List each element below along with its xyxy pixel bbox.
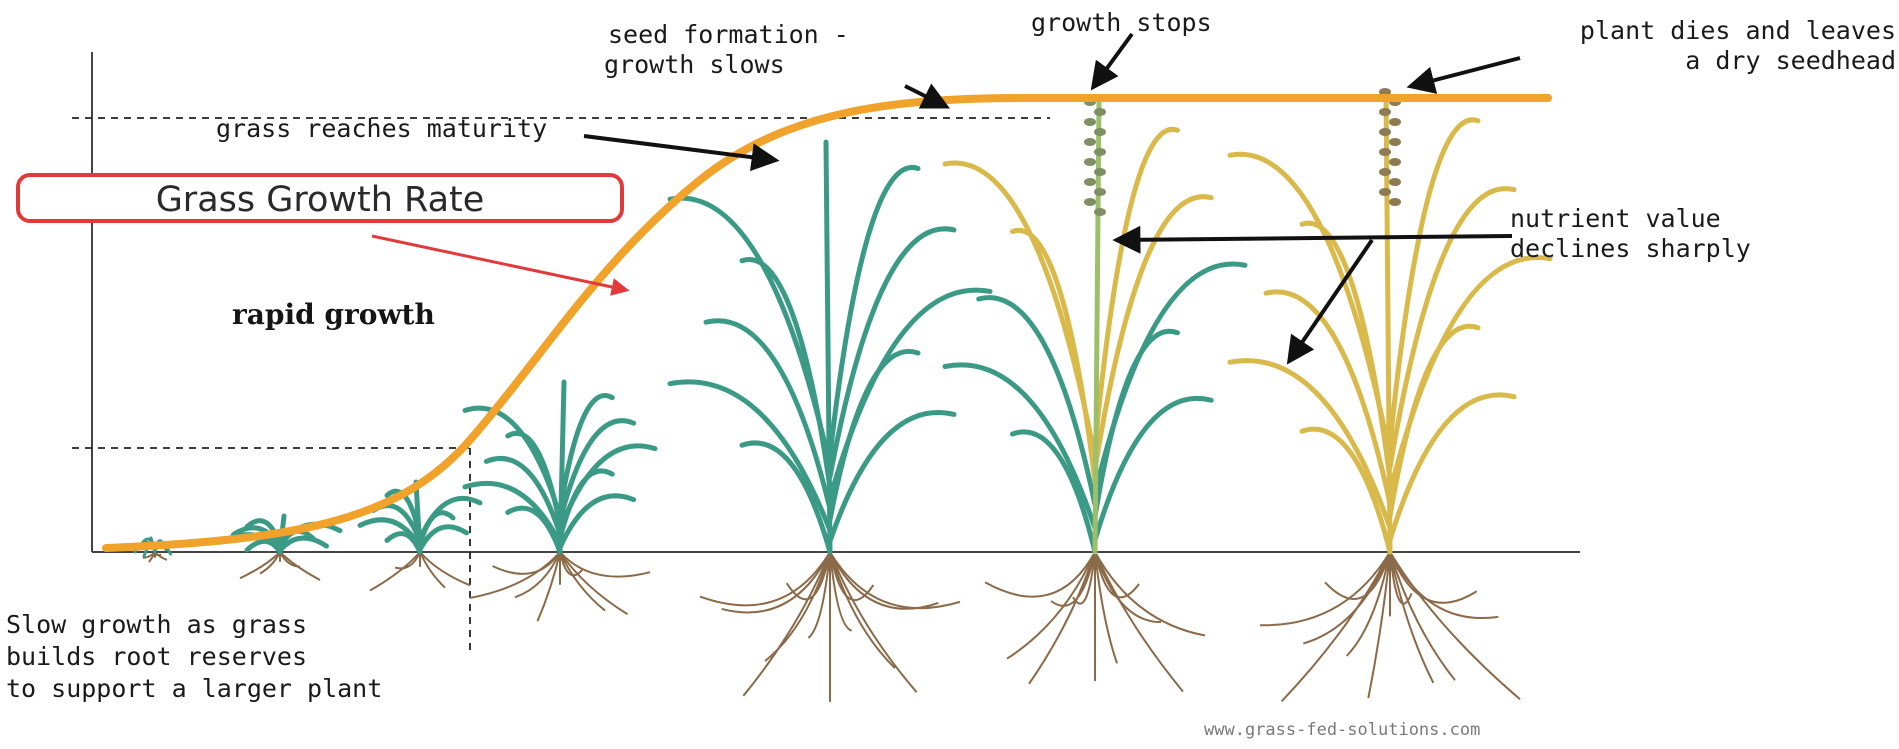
nutrient-label-line1: nutrient value <box>1510 204 1721 233</box>
plant-dies-arrow <box>1412 58 1520 86</box>
title-box: Grass Growth Rate <box>16 173 624 223</box>
growth-stops-arrow <box>1094 34 1132 86</box>
plant-dies-label-line1: plant dies and leaves <box>1580 16 1896 45</box>
growth-stops-label: growth stops <box>1031 8 1212 37</box>
maturity-label: grass reaches maturity <box>216 114 547 143</box>
slow-growth-label-line1: Slow growth as grass <box>6 610 307 639</box>
slow-growth-label-line3: to support a larger plant <box>6 674 382 703</box>
seed-formation-label-line1: seed formation - <box>608 20 849 49</box>
mature-plant <box>670 142 990 702</box>
rapid-growth-label: rapid growth <box>232 298 435 331</box>
plant-dies-label-line2: a dry seedhead <box>1685 46 1896 75</box>
young-plant <box>360 482 480 591</box>
seed-formation-label-line2: growth slows <box>604 50 785 79</box>
nutrient-label-line2: declines sharply <box>1510 234 1751 263</box>
seeding-plant <box>945 98 1245 692</box>
dead-plant <box>1230 88 1550 701</box>
title-pointer-arrow <box>372 236 626 290</box>
source-credit: www.grass-fed-solutions.com <box>1204 720 1480 740</box>
slow-growth-label-line2: builds root reserves <box>6 642 307 671</box>
diagram-title: Grass Growth Rate <box>20 181 620 219</box>
